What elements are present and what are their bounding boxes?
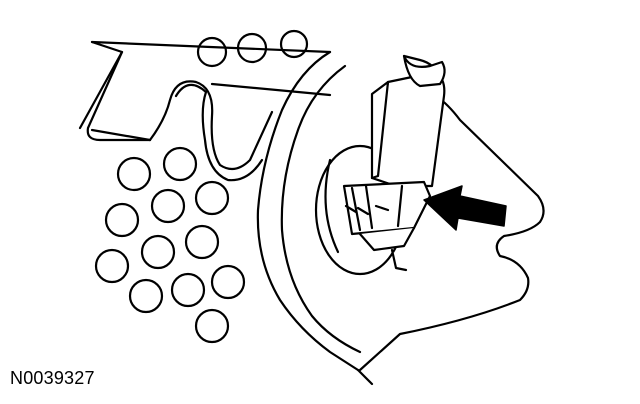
background-panel — [78, 40, 332, 182]
upper-holes — [196, 29, 309, 68]
hole-pattern — [94, 146, 246, 344]
sensor-component — [342, 54, 446, 272]
arrow-icon — [423, 185, 507, 231]
figure-id-label: N0039327 — [10, 368, 95, 388]
